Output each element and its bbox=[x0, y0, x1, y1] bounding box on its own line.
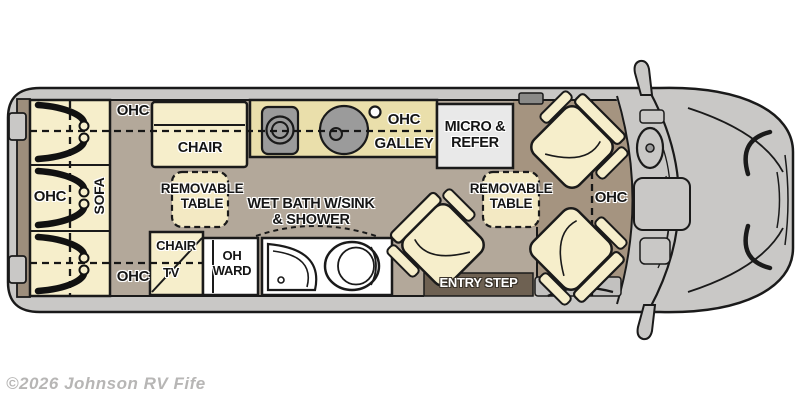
label-wet-bath: WET BATH W/SINK & SHOWER bbox=[247, 196, 375, 229]
side-mirror-bottom bbox=[636, 304, 657, 341]
label-removable-table-1: REMOVABLE TABLE bbox=[160, 181, 244, 212]
label-chair-front: CHAIR bbox=[177, 140, 223, 156]
entry-swivel-chair bbox=[386, 188, 485, 287]
cab-front bbox=[518, 59, 789, 341]
toilet bbox=[323, 240, 381, 292]
center-console bbox=[633, 177, 691, 231]
hood-crease-bottom bbox=[687, 227, 784, 293]
grille-line bbox=[776, 171, 781, 229]
sofa-seatbelts bbox=[34, 101, 90, 295]
label-ohc-rear-left: OHC bbox=[33, 188, 67, 205]
label-oh-ward: OH WARD bbox=[212, 248, 252, 278]
removable-table-1-shape bbox=[170, 170, 230, 229]
label-chair-rear: CHAIR bbox=[156, 238, 196, 253]
micro-refer-box bbox=[435, 102, 515, 170]
overhead-cabinet-lines bbox=[30, 100, 594, 296]
label-sofa: SOFA bbox=[91, 177, 107, 215]
door-pillar bbox=[518, 92, 544, 105]
headlight-top bbox=[743, 129, 773, 177]
front-bumper-line bbox=[784, 154, 789, 246]
label-entry-step: ENTRY STEP bbox=[439, 275, 518, 290]
label-ohc-cab: OHC bbox=[594, 189, 628, 206]
dash-edge-line bbox=[616, 95, 634, 305]
galley-faucet bbox=[368, 105, 382, 119]
rear-door-hinge-top bbox=[8, 112, 27, 141]
hood-crease-top bbox=[687, 107, 784, 173]
watermark-text: ©2026 Johnson RV Fife bbox=[6, 374, 206, 393]
rear-door-hinge-bottom bbox=[8, 255, 27, 284]
label-tv: TV bbox=[162, 265, 179, 280]
label-ohc-galley: OHC bbox=[387, 111, 421, 128]
removable-table-2-shape bbox=[481, 170, 541, 229]
cab-seat-passenger bbox=[529, 207, 628, 306]
side-mirror-top bbox=[633, 59, 654, 96]
label-micro-refer: MICRO & REFER bbox=[444, 119, 506, 152]
dash-vent bbox=[639, 109, 665, 124]
console-lower bbox=[639, 237, 671, 265]
cab-seat-driver bbox=[530, 90, 629, 189]
bath-door-swing bbox=[255, 225, 377, 237]
label-removable-table-2: REMOVABLE TABLE bbox=[469, 181, 553, 212]
label-ohc-rear-top: OHC bbox=[116, 102, 150, 119]
front-chair-shape bbox=[150, 100, 249, 169]
shower-drain bbox=[277, 276, 285, 284]
label-galley: GALLEY bbox=[374, 135, 434, 152]
headlight-bottom bbox=[743, 223, 773, 271]
label-ohc-rear-bottom: OHC bbox=[116, 268, 150, 285]
